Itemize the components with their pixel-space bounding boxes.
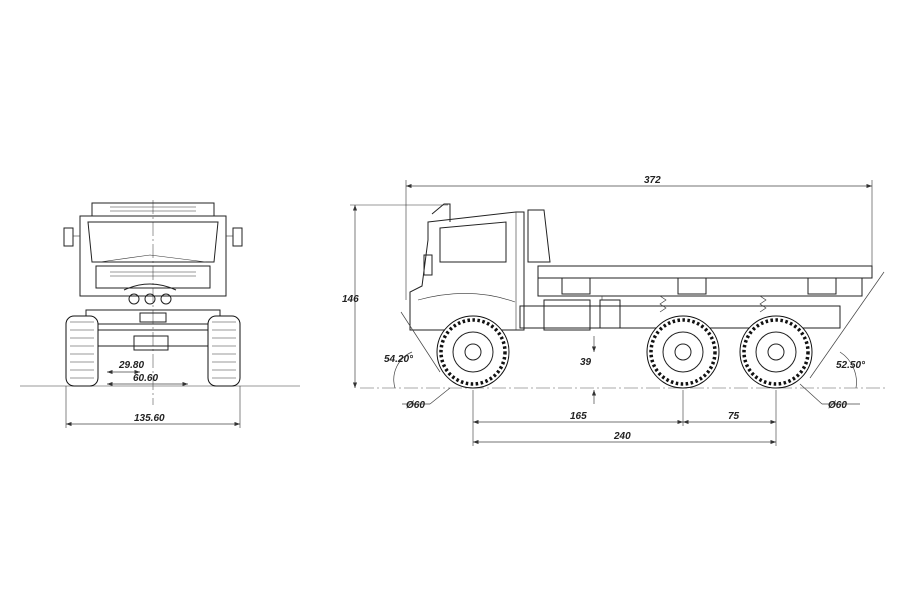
axle-spacing-rear-label: 75 (728, 411, 740, 422)
side-exhaust-stack (431, 203, 451, 222)
side-bed-box-1 (561, 277, 591, 295)
wheel-diameter-rear-label: Ø60 (828, 400, 847, 411)
front-grille (95, 265, 211, 289)
departure-angle-line (809, 271, 885, 379)
departure-angle-label: 52.50° (836, 360, 866, 371)
approach-angle-arc (393, 351, 413, 389)
ground-clearance-label: 39 (580, 357, 592, 368)
side-view: 372 146 (342, 175, 885, 446)
side-bed-box-3 (807, 277, 837, 295)
front-cab-body (79, 215, 227, 297)
dim-overall-length-label: 372 (644, 175, 661, 186)
front-differential (133, 335, 169, 351)
wheel-diameter-front-label: Ø60 (406, 400, 425, 411)
departure-angle-arc (839, 351, 857, 389)
side-wheel-middle (646, 315, 720, 389)
axle-spacing-front-label: 165 (570, 411, 587, 422)
wheel-diameter-rear-leader (799, 383, 823, 405)
front-tire-left (65, 315, 99, 387)
front-headlight-right (160, 293, 172, 305)
side-battery-box (599, 299, 621, 329)
wheel-diameter-front-leader (429, 387, 451, 405)
dim-track-label: 60.60 (133, 373, 158, 384)
front-winch (139, 312, 167, 323)
side-bed-frame (537, 277, 863, 297)
dim-overall-height-label: 146 (342, 294, 359, 305)
front-mirror-left (63, 227, 74, 247)
front-headlight-center (144, 293, 156, 305)
front-headlight-left (128, 293, 140, 305)
side-mirror (423, 254, 433, 276)
side-spring-middle (659, 295, 667, 313)
side-bed-box-2 (677, 277, 707, 295)
wheelbase-label: 240 (613, 431, 631, 442)
side-spring-rear (759, 295, 767, 313)
front-mirror-right (232, 227, 243, 247)
side-flatbed (537, 265, 873, 279)
front-light-bar (123, 283, 177, 291)
side-wheel-rear (739, 315, 813, 389)
side-fuel-tank (543, 299, 591, 331)
side-wheel-front (436, 315, 510, 389)
front-view: 29.80 60.60 135.60 (20, 200, 300, 428)
approach-angle-line (400, 311, 441, 373)
side-cab-window (439, 221, 507, 263)
front-tire-right (207, 315, 241, 387)
approach-angle-label: 54.20° (384, 354, 414, 365)
side-cab-rack (527, 209, 551, 263)
dim-inner-track-label: 29.80 (118, 360, 144, 371)
front-windshield (87, 221, 219, 263)
side-cab (409, 211, 525, 331)
dim-overall-width-label: 135.60 (134, 413, 165, 424)
